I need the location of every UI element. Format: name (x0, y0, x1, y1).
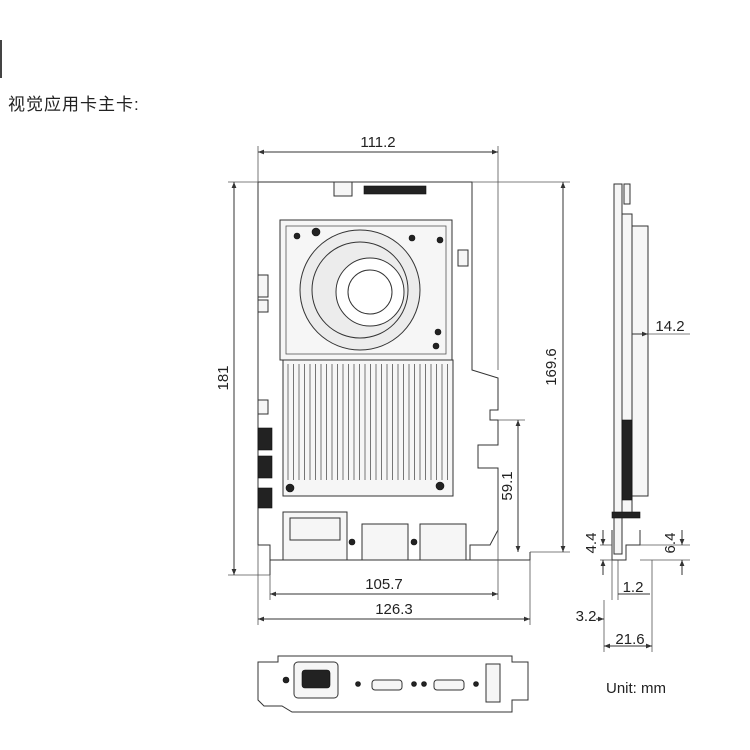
dim-side-gap-left: 4.4 (583, 533, 600, 554)
dim-top-width: 111.2 (360, 134, 395, 151)
top-connector (333, 181, 353, 197)
dim-height-total: 181 (215, 365, 232, 390)
pin-header-3 (257, 487, 273, 509)
pin-header-2 (257, 455, 273, 479)
dim-side-offset: 3.2 (576, 608, 597, 625)
dim-side-gap-right: 6.4 (662, 533, 679, 554)
dim-bracket-offset: 59.1 (499, 471, 516, 500)
side-component-1 (257, 274, 269, 298)
page-edge-mark (0, 40, 2, 78)
vga-connector-inner (289, 517, 341, 541)
dim-height-pcb: 169.6 (543, 348, 560, 386)
bracket-tab (485, 663, 501, 703)
side-component-2 (257, 299, 269, 313)
heatsink (282, 359, 454, 497)
unit-label: Unit: mm (606, 680, 666, 697)
db-connector-2 (419, 523, 467, 561)
db-connector-1 (361, 523, 409, 561)
dim-bottom-inner: 105.7 (365, 576, 403, 593)
front-dimensions (228, 146, 570, 625)
side-component-3 (257, 399, 269, 415)
dim-bottom-total: 126.3 (375, 601, 413, 618)
fan-module (279, 219, 453, 361)
bracket-view (257, 655, 529, 713)
vga-port-pins (301, 669, 331, 689)
db-port-1 (371, 679, 403, 691)
side-component-4 (457, 249, 469, 267)
side-dimensions (596, 331, 690, 652)
db-port-2 (433, 679, 465, 691)
dim-side-width: 21.6 (615, 631, 644, 648)
header-pins (363, 185, 427, 195)
dim-side-thickness: 14.2 (655, 318, 684, 335)
pin-header-1 (257, 427, 273, 451)
diagram-heading: 视觉应用卡主卡: (8, 95, 140, 114)
dim-side-small: 1.2 (623, 579, 644, 596)
front-view-board (257, 181, 531, 575)
side-view-board (611, 183, 649, 561)
